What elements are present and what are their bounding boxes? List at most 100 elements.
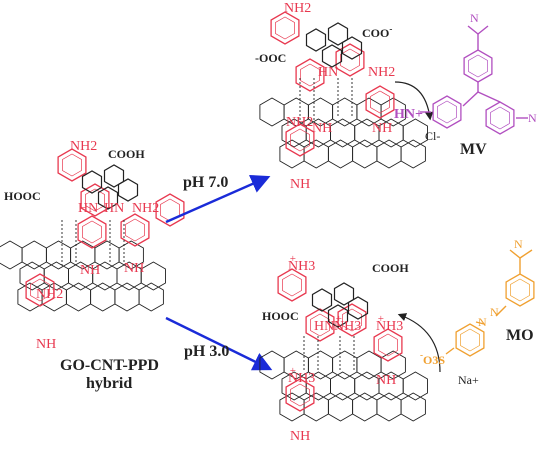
graphene-sheet-left (0, 240, 166, 312)
hexagon-ring (285, 378, 315, 412)
hexagon-ring (300, 63, 320, 87)
hexagon-ring (310, 313, 330, 337)
azo-n-label: N (478, 315, 487, 329)
hexagon-ring (290, 128, 310, 152)
hexagon-ring (295, 58, 325, 92)
hexagon-ring (400, 392, 426, 422)
hexagon-ring (275, 16, 295, 40)
hexagon-ring (82, 220, 102, 244)
nh3-label: +NH3 (376, 313, 403, 334)
hexagon-ring (270, 11, 300, 45)
nh2-label: NH2 (284, 1, 311, 16)
hexagon-ring (103, 164, 125, 188)
hexagon-ring (25, 273, 55, 307)
hexagon-ring (120, 213, 150, 247)
hexagon-ring (65, 282, 92, 312)
hexagon-ring (282, 273, 302, 297)
hexagon-ring (333, 282, 355, 306)
cooh-label: COOH (372, 261, 409, 275)
hexagon-ring (370, 90, 390, 114)
nh2-label: NH2 (132, 201, 159, 216)
nh2-label: NH2 (36, 287, 63, 302)
hn-label: HN (78, 201, 98, 216)
hexagon-ring (30, 278, 50, 302)
hexagon-ring (114, 282, 140, 312)
hexagon-ring (290, 383, 310, 407)
hexagon-ring (62, 153, 82, 177)
coo-label: COO- (362, 24, 392, 40)
hn-label: HN (318, 65, 338, 80)
stacking-lines-ph7 (299, 78, 353, 120)
mo-dimethylamino: N (514, 237, 523, 251)
mv-iminium-label: HN+ (394, 107, 423, 122)
hexagon-ring (125, 218, 145, 242)
hexagon-ring (510, 278, 530, 302)
hexagon-ring (352, 139, 378, 169)
hexagon-ring (335, 43, 365, 77)
hexagon-ring (259, 97, 285, 127)
hexagon-ring (330, 118, 356, 148)
nh2-label: NH2 (368, 65, 395, 80)
hexagon-ring (455, 323, 485, 357)
hybrid-caption: GO-CNT-PPD (60, 357, 159, 374)
interaction-arrow-mo (397, 313, 441, 373)
mv-ring (432, 49, 515, 135)
hexagon-ring (402, 118, 428, 148)
graphene-sheet-ph7 (259, 97, 428, 169)
hexagon-ring (305, 28, 327, 52)
nh-label: NH (376, 373, 396, 388)
hexagon-ring (311, 288, 333, 312)
azo-n-label: N (490, 305, 499, 319)
arrow-to-ph3 (165, 316, 273, 371)
hexagon-ring (43, 261, 69, 291)
hexagon-ring (347, 296, 369, 320)
hexagon-ring (327, 22, 349, 46)
mo-ring (455, 273, 535, 357)
mo-molecule (445, 249, 535, 357)
nh3-label: +NH3 (288, 365, 315, 386)
nh-label: NH (372, 121, 392, 136)
hexagon-ring (327, 392, 354, 422)
mo-sulfonate-label: -O3S (420, 350, 445, 367)
hexagon-ring (468, 54, 488, 78)
cooh-label: COOH (108, 147, 145, 161)
ooc-label: -OOC (255, 51, 286, 65)
mv-label: MV (460, 141, 487, 158)
hexagon-ring (365, 85, 395, 119)
nh3-label: +NH3 (334, 313, 361, 334)
mv-dimethylamino-top: N (470, 11, 479, 25)
hybrid-structure-ph3: +NH3 COOH HOOC +NH3 +NH3 HN NH +NH3 NH (259, 253, 441, 444)
hexagon-ring (402, 371, 428, 401)
hexagon-ring (285, 123, 315, 157)
stacking-lines-left (61, 220, 125, 265)
nh-label: NH (290, 429, 310, 444)
nh-label: NH (80, 263, 100, 278)
graphene-sheet-ph3 (259, 350, 428, 422)
ph-label-bottom: pH 3.0 (184, 343, 229, 360)
hexagon-ring (332, 97, 358, 127)
hexagon-ring (432, 95, 462, 129)
hybrid-structure-ph7: NH2 COO- -OOC HN NH2 NH NH NH2 NH (255, 1, 434, 192)
hexagon-ring (77, 215, 107, 249)
nh3-label: +NH3 (288, 253, 315, 274)
cnt-rings-ph7 (305, 22, 363, 68)
hexagon-ring (80, 183, 110, 217)
mv-dimethylamino-right: N (528, 111, 537, 125)
hexagon-ring (45, 240, 72, 270)
cnt-rings-ph3 (311, 282, 369, 328)
nh2-label: NH2 (286, 115, 313, 130)
hn-label: HN (314, 319, 334, 334)
hexagon-ring (373, 328, 403, 362)
hexagon-ring (327, 304, 349, 328)
ppd-rings-ph3 (277, 268, 403, 412)
hexagon-ring (90, 282, 116, 312)
ph-label-top: pH 7.0 (183, 174, 228, 191)
cnt-rings-left (81, 164, 139, 210)
nh-label: NH (36, 337, 56, 352)
nh-label: NH (290, 177, 310, 192)
hexagon-ring (279, 139, 305, 169)
hexagon-ring (21, 240, 47, 270)
hexagon-ring (155, 193, 185, 227)
hexagon-ring (352, 392, 378, 422)
